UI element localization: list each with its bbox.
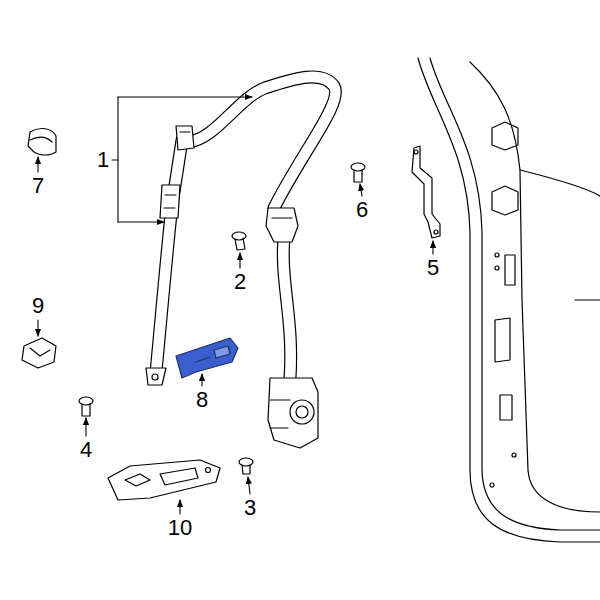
leader-lines	[38, 97, 433, 514]
callout-number: 7	[32, 175, 44, 197]
buckle-tongue	[176, 338, 238, 378]
callout-number: 9	[32, 295, 44, 317]
callout-number: 10	[168, 517, 192, 539]
callout-number: 2	[234, 271, 246, 293]
callout-number: 4	[80, 439, 92, 461]
callout-number: 5	[427, 257, 439, 279]
retractor	[268, 378, 318, 448]
callout-number: 3	[244, 497, 256, 519]
callout-number: 8	[196, 389, 208, 411]
seat-belt-webbing	[156, 77, 336, 378]
b-pillar	[418, 58, 600, 542]
callout-number: 1	[97, 149, 109, 171]
bolts	[79, 163, 365, 474]
callout-number: 6	[356, 199, 368, 221]
